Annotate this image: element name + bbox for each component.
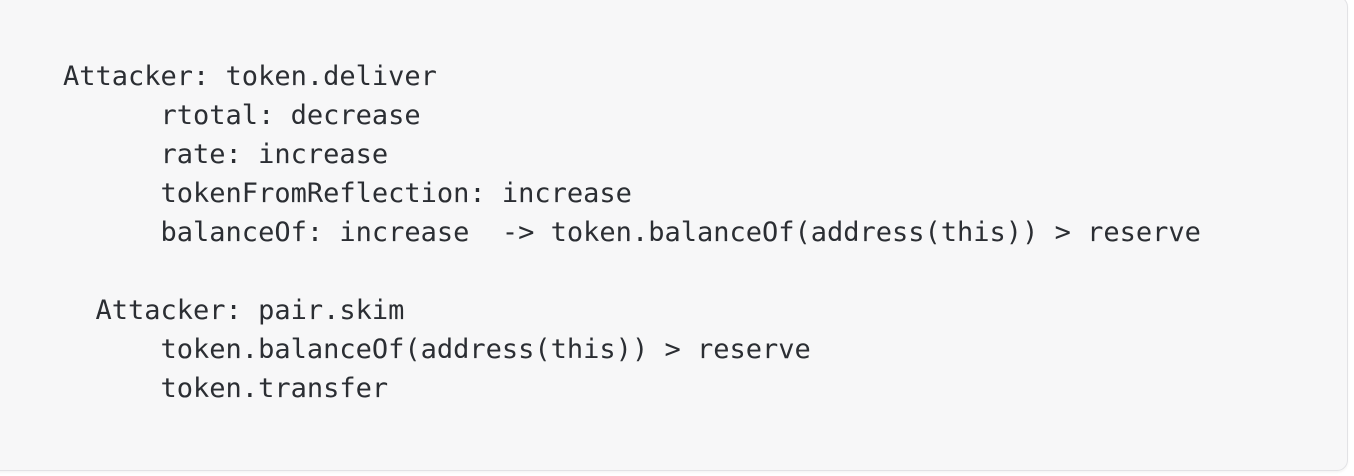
- code-line: balanceOf: increase -> token.balanceOf(a…: [63, 217, 1201, 248]
- code-line: rate: increase: [63, 139, 389, 170]
- code-line: token.balanceOf(address(this)) > reserve: [63, 334, 811, 365]
- code-content: Attacker: token.deliver rtotal: decrease…: [63, 57, 1201, 408]
- code-line: token.transfer: [63, 373, 389, 404]
- code-line: tokenFromReflection: increase: [63, 178, 632, 209]
- code-line: Attacker: pair.skim: [63, 295, 405, 326]
- code-line: [63, 252, 1201, 291]
- code-line: Attacker: token.deliver: [63, 61, 437, 92]
- code-line: rtotal: decrease: [63, 100, 421, 131]
